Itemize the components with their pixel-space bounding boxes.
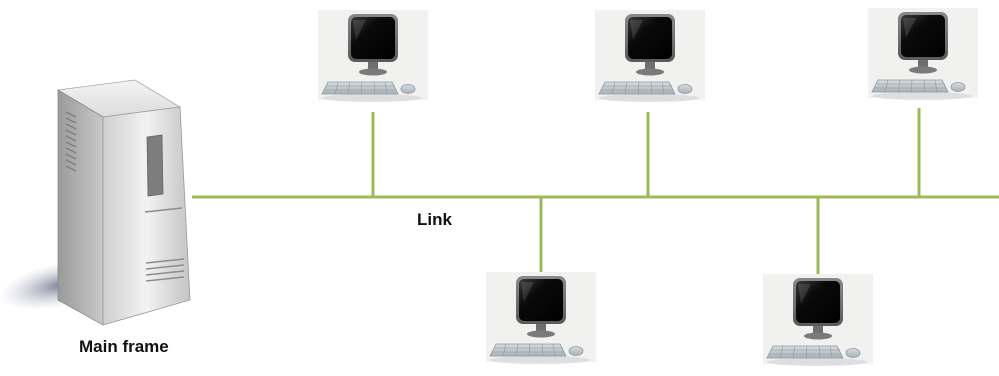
desktop-computer-icon xyxy=(317,9,429,103)
desktop-computer-icon xyxy=(485,271,597,365)
link-label: Link xyxy=(417,210,452,229)
desktop-computer-icon xyxy=(762,273,874,367)
desktop-computer-icon xyxy=(594,9,706,103)
main-frame-label: Main frame xyxy=(79,337,169,356)
desktop-computer-icon xyxy=(867,7,979,101)
network-links xyxy=(192,108,999,274)
server-tower-icon xyxy=(0,79,191,326)
